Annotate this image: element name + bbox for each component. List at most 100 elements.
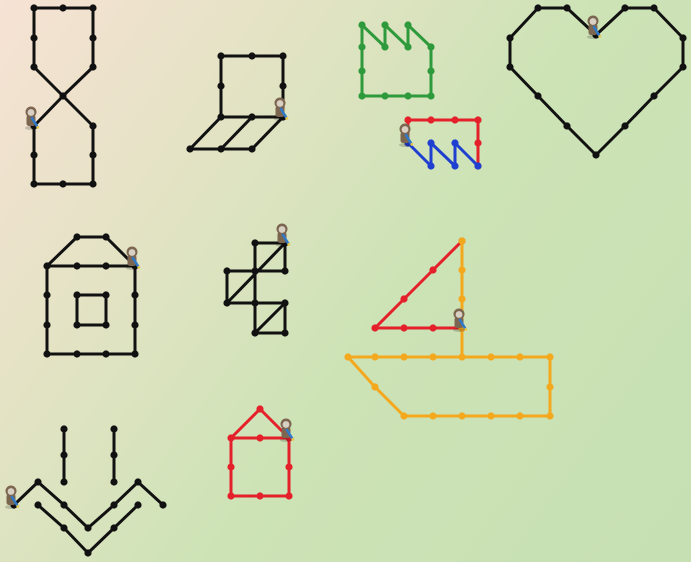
sailboat-hull-dot[interactable] [546, 353, 553, 360]
house-dot[interactable] [102, 262, 109, 269]
arrow-dot[interactable] [60, 451, 67, 458]
triangles-dot[interactable] [251, 239, 258, 246]
heart-dot[interactable] [650, 4, 657, 11]
hourglass-dot[interactable] [30, 63, 37, 70]
small-house-dot[interactable] [256, 405, 263, 412]
heart-dot[interactable] [563, 4, 570, 11]
hourglass-dot[interactable] [89, 180, 96, 187]
book-stand-dot[interactable] [248, 52, 255, 59]
hourglass-dot[interactable] [59, 4, 66, 11]
arrow-dot[interactable] [60, 501, 67, 508]
factory-dot[interactable] [404, 21, 411, 28]
factory-dot[interactable] [404, 43, 411, 50]
hourglass-dot[interactable] [59, 180, 66, 187]
heart-dot[interactable] [621, 122, 628, 129]
arrow-dot[interactable] [110, 451, 117, 458]
sailboat-sail-dot[interactable] [429, 266, 436, 273]
sailboat-hull-dot[interactable] [429, 353, 436, 360]
hourglass-dot[interactable] [89, 34, 96, 41]
hourglass-dot[interactable] [89, 4, 96, 11]
sailboat-hull-dot[interactable] [516, 353, 523, 360]
book-stand-dot[interactable] [186, 145, 193, 152]
heart-dot[interactable] [592, 151, 599, 158]
sailboat-hull-dot[interactable] [371, 353, 378, 360]
small-house-dot[interactable] [227, 492, 234, 499]
zigzag-box-dot[interactable] [451, 116, 458, 123]
arrow-dot[interactable] [110, 478, 117, 485]
figure-sailboat-sail[interactable] [371, 237, 465, 331]
zigzag-box-second-dot[interactable] [427, 162, 434, 169]
figure-arrow[interactable] [10, 425, 166, 556]
house-dot[interactable] [43, 291, 50, 298]
triangles-dot[interactable] [281, 267, 288, 274]
heart-dot[interactable] [506, 63, 513, 70]
sailboat-hull-dot[interactable] [546, 412, 553, 419]
small-house-dot[interactable] [227, 434, 234, 441]
figure-hourglass[interactable] [30, 4, 96, 187]
sailboat-hull-dot[interactable] [458, 266, 465, 273]
arrow-dot[interactable] [60, 478, 67, 485]
sailboat-hull-dot[interactable] [400, 412, 407, 419]
factory-dot[interactable] [381, 21, 388, 28]
small-house-dot[interactable] [285, 492, 292, 499]
small-house-dot[interactable] [256, 434, 263, 441]
house-dot[interactable] [102, 350, 109, 357]
house-dot[interactable] [73, 262, 80, 269]
sailboat-hull-dot[interactable] [371, 383, 378, 390]
arrow-dot[interactable] [84, 524, 91, 531]
zigzag-box-second-dot[interactable] [474, 162, 481, 169]
figure-triangles[interactable] [223, 239, 288, 336]
arrow-dot[interactable] [34, 478, 41, 485]
zigzag-box-dot[interactable] [427, 116, 434, 123]
factory-dot[interactable] [381, 92, 388, 99]
factory-dot[interactable] [358, 92, 365, 99]
hourglass-dot[interactable] [30, 4, 37, 11]
house-dot[interactable] [73, 233, 80, 240]
arrow-dot[interactable] [60, 524, 67, 531]
arrow-dot[interactable] [110, 425, 117, 432]
sailboat-hull-dot[interactable] [546, 383, 553, 390]
zigzag-box-dot[interactable] [474, 139, 481, 146]
sailboat-hull-dot[interactable] [458, 295, 465, 302]
small-house-dot[interactable] [227, 463, 234, 470]
heart-dot[interactable] [679, 63, 686, 70]
heart-dot[interactable] [534, 4, 541, 11]
book-stand-dot[interactable] [217, 145, 224, 152]
sailboat-hull-dot[interactable] [487, 412, 494, 419]
factory-dot[interactable] [358, 67, 365, 74]
house-dot[interactable] [43, 321, 50, 328]
sailboat-hull-dot[interactable] [458, 353, 465, 360]
hourglass-dot[interactable] [89, 151, 96, 158]
house-dot[interactable] [102, 291, 109, 298]
hourglass-dot[interactable] [30, 34, 37, 41]
arrow-dot[interactable] [134, 478, 141, 485]
house-dot[interactable] [102, 233, 109, 240]
sailboat-hull-dot[interactable] [400, 353, 407, 360]
sailboat-hull-dot[interactable] [487, 353, 494, 360]
hourglass-dot[interactable] [89, 63, 96, 70]
house-dot[interactable] [73, 350, 80, 357]
triangles-dot[interactable] [223, 299, 230, 306]
small-house-dot[interactable] [285, 463, 292, 470]
arrow-dot[interactable] [110, 501, 117, 508]
zigzag-box-dot[interactable] [404, 116, 411, 123]
factory-dot[interactable] [358, 21, 365, 28]
arrow-dot[interactable] [159, 501, 166, 508]
figure-factory[interactable] [358, 21, 434, 99]
triangles-dot[interactable] [251, 267, 258, 274]
house-dot[interactable] [131, 321, 138, 328]
triangles-dot[interactable] [281, 329, 288, 336]
figure-house[interactable] [43, 233, 138, 357]
house-dot[interactable] [131, 350, 138, 357]
book-stand-dot[interactable] [217, 113, 224, 120]
heart-dot[interactable] [563, 122, 570, 129]
sailboat-hull-dot[interactable] [458, 237, 465, 244]
zigzag-box-dot[interactable] [474, 116, 481, 123]
zigzag-box-second-dot[interactable] [451, 162, 458, 169]
book-stand-dot[interactable] [217, 52, 224, 59]
house-dot[interactable] [43, 262, 50, 269]
sailboat-hull-dot[interactable] [344, 353, 351, 360]
hourglass-dot[interactable] [30, 151, 37, 158]
sailboat-sail-dot[interactable] [400, 324, 407, 331]
